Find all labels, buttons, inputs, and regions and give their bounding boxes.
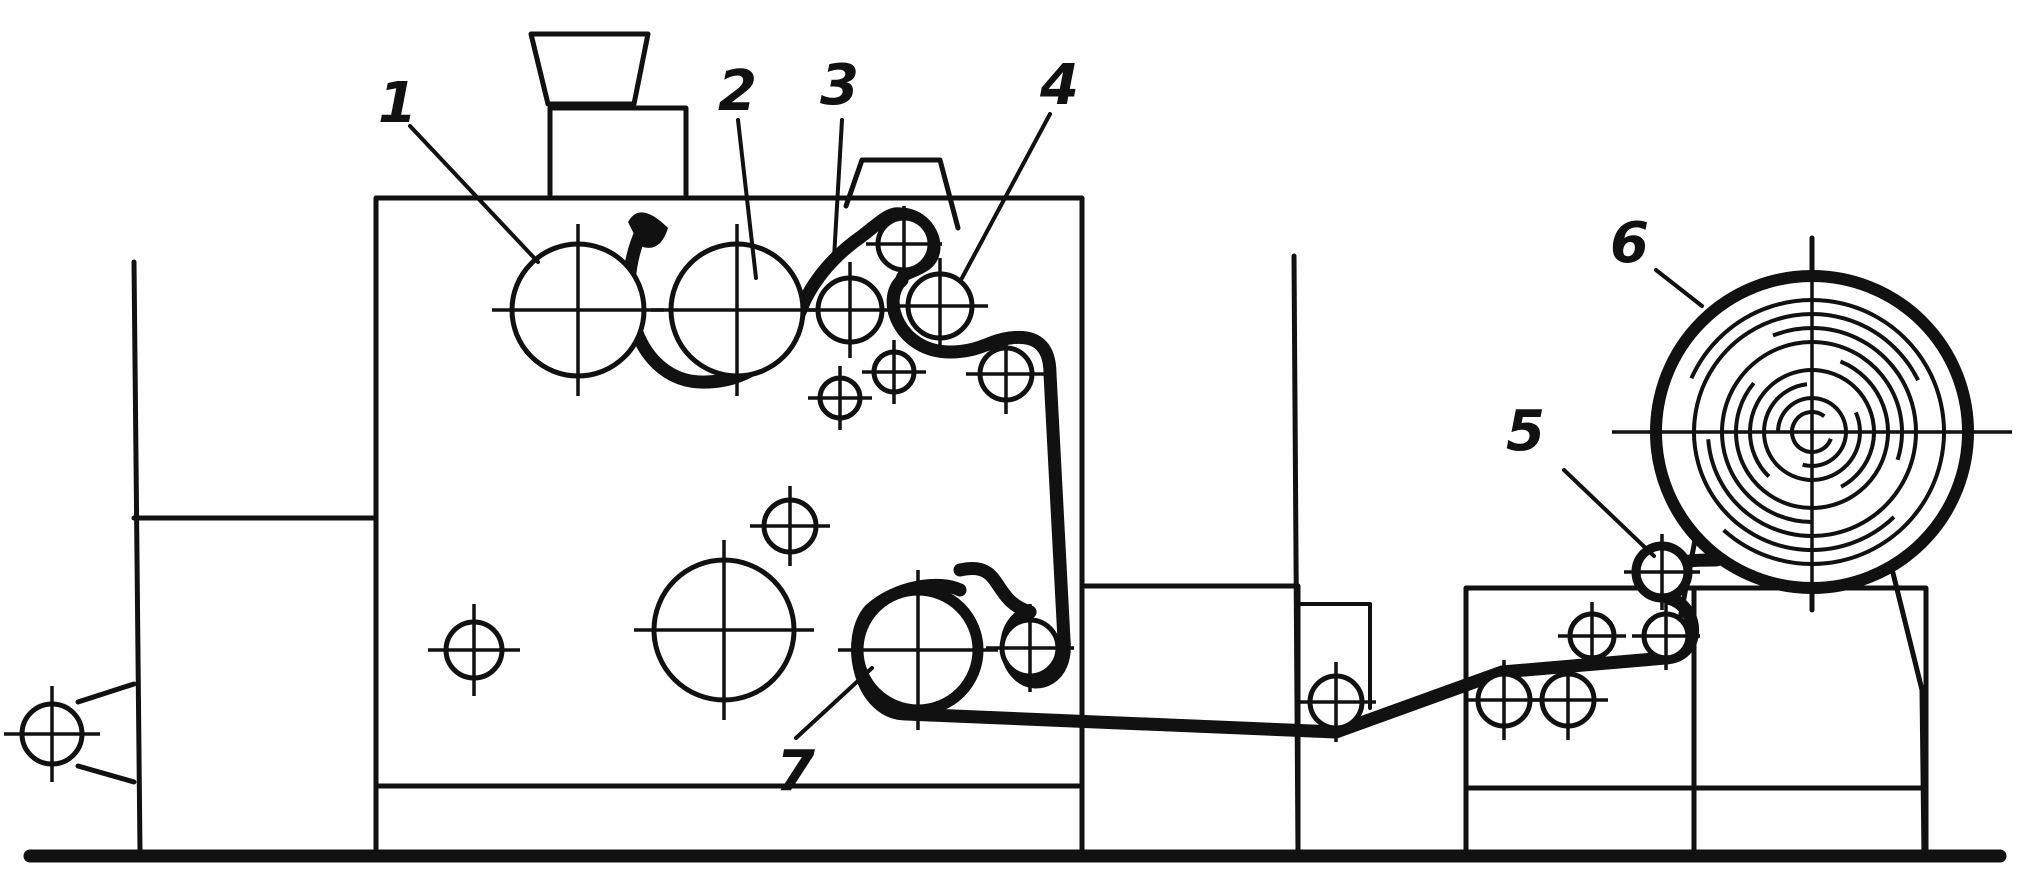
roll-1 — [492, 224, 664, 396]
reel-winding — [1692, 312, 1920, 552]
reel-winding — [1720, 340, 1904, 524]
guide-roll-top — [866, 206, 942, 282]
guide-roll-c — [966, 334, 1046, 414]
leader-lines — [408, 112, 1704, 740]
reel-winding — [1734, 359, 1890, 510]
guide-roll-e — [986, 604, 1074, 692]
label-1: 1 — [378, 71, 417, 136]
number-labels: 1 2 3 4 5 6 7 — [378, 53, 1649, 804]
label-2: 2 — [718, 59, 757, 124]
guide-roll-h — [1528, 660, 1608, 740]
reel-winding — [1776, 396, 1848, 468]
left-feeder — [75, 259, 379, 855]
roll-4 — [892, 258, 988, 354]
guide-roll-f — [1296, 662, 1376, 742]
label-7: 7 — [776, 739, 815, 804]
guide-roll-i — [1558, 602, 1626, 670]
reel-winding — [1748, 368, 1876, 489]
idler-roll-left — [428, 604, 520, 696]
roll-7 — [838, 570, 998, 730]
winding-reel — [1612, 242, 2012, 612]
label-6: 6 — [1610, 211, 1649, 276]
guide-roll-a — [862, 340, 926, 404]
label-3: 3 — [820, 53, 859, 118]
feeder-roll — [4, 686, 100, 782]
roll-3 — [802, 262, 898, 358]
calender-frame — [373, 31, 1085, 857]
guide-roll-g — [1464, 660, 1544, 740]
cooling-drum — [634, 540, 814, 720]
reel-winding — [1689, 298, 1946, 566]
reel-winding — [1762, 382, 1862, 482]
guide-roll-d — [750, 486, 830, 566]
middle-frame — [1079, 253, 1372, 857]
guide-roll-j — [1632, 602, 1700, 670]
roll-5 — [1624, 534, 1700, 610]
label-4: 4 — [1039, 53, 1079, 118]
rolls-group — [4, 206, 1700, 782]
roll-2 — [651, 224, 823, 396]
label-5: 5 — [1506, 399, 1545, 464]
reel-winding — [1706, 326, 1918, 538]
guide-roll-b — [808, 366, 872, 430]
